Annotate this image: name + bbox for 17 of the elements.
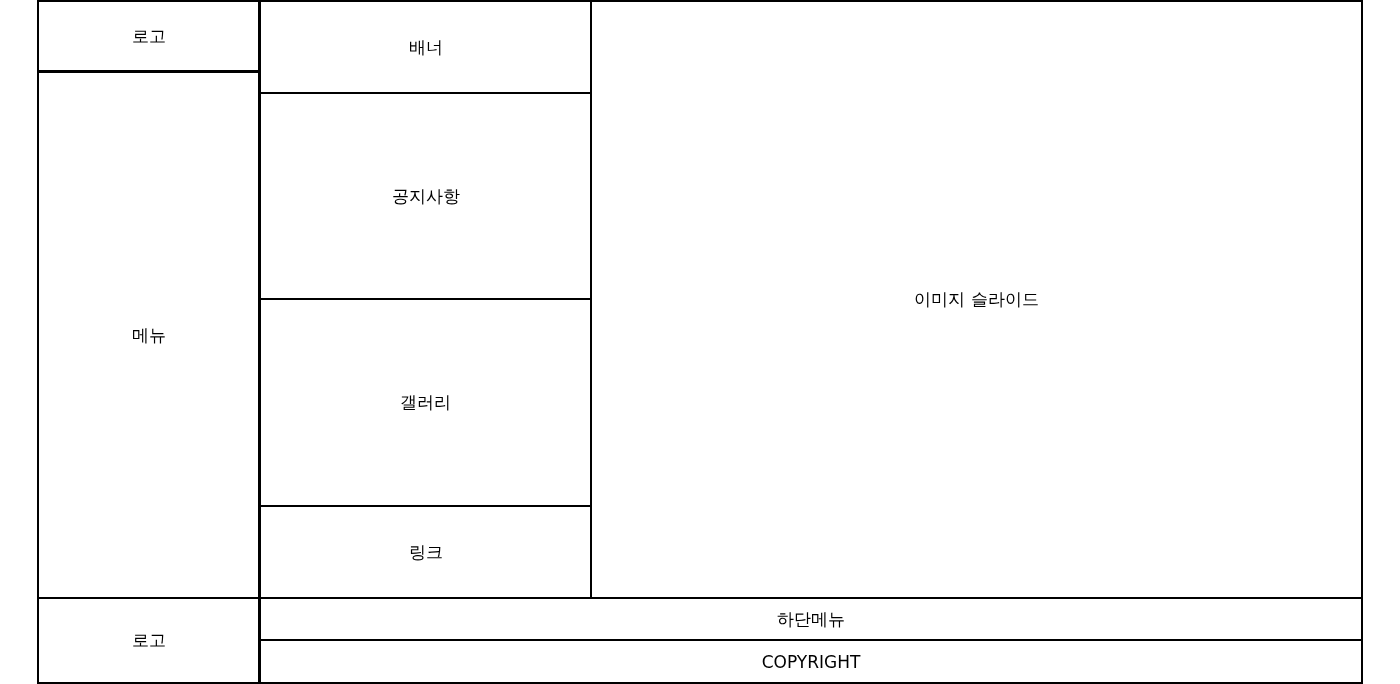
region-label: 배너 xyxy=(408,35,443,59)
region-label: 메뉴 xyxy=(131,323,166,347)
layout-box xyxy=(259,597,1363,641)
layout-box xyxy=(259,639,1363,684)
layout-box xyxy=(590,0,1363,599)
region-label: 로고 xyxy=(131,24,166,48)
region-label: 링크 xyxy=(408,540,443,564)
region-label: 로고 xyxy=(131,629,166,652)
layout-box xyxy=(37,0,260,72)
region-label: COPYRIGHT xyxy=(761,651,861,672)
layout-box xyxy=(259,0,592,94)
region-label: 갤러리 xyxy=(400,391,451,414)
layout-box xyxy=(37,71,260,599)
region-label: 공지사항 xyxy=(391,184,460,208)
region-label: 하단메뉴 xyxy=(777,607,845,631)
layout-box xyxy=(37,597,260,684)
region-label: 이미지 슬라이드 xyxy=(914,288,1039,311)
